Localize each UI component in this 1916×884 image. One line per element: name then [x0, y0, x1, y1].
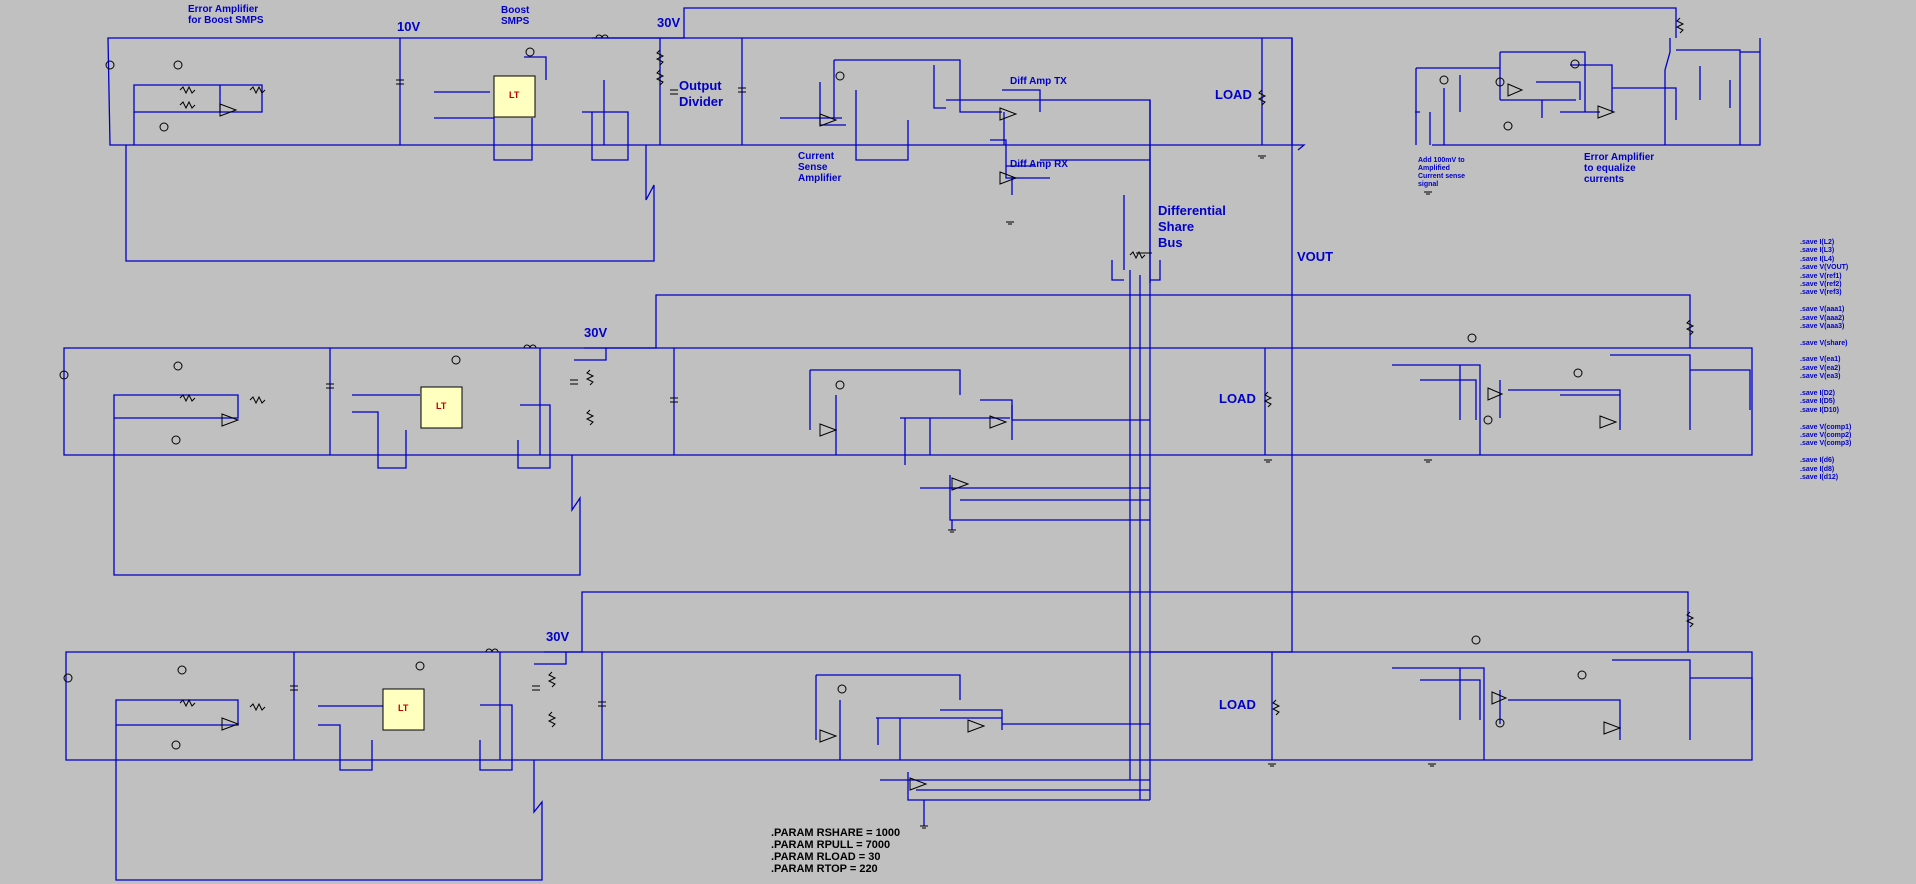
directive-line: .save I(L3) — [1800, 247, 1835, 255]
svg-text:LT: LT — [509, 90, 520, 100]
directive-line: .save V(share) — [1800, 339, 1848, 347]
label-10v: 10V — [397, 19, 421, 34]
label-30v-bot: 30V — [546, 629, 570, 644]
label-diff-amp-rx: Diff Amp RX — [1010, 159, 1068, 170]
label-load-bot: LOAD — [1219, 697, 1256, 712]
save-directives: .save I(L2) .save I(L3) .save I(L4) .sav… — [1800, 239, 1851, 491]
directive-line: .save I(L4) — [1800, 255, 1835, 263]
controller-ic-2: LT — [420, 386, 463, 429]
svg-text:LT: LT — [436, 401, 447, 411]
directive-line: .save I(d12) — [1800, 473, 1839, 481]
label-30v-mid: 30V — [584, 325, 608, 340]
bus-wires — [1111, 38, 1293, 800]
directive-line: .save V(ea3) — [1800, 373, 1841, 381]
directive-line — [1800, 482, 1851, 490]
label-30v-top: 30V — [657, 15, 681, 30]
directive-line: .save V(comp1) — [1800, 423, 1852, 431]
directive-line: .save I(D2) — [1800, 390, 1836, 398]
directive-line — [1800, 331, 1851, 339]
directive-line — [1800, 348, 1851, 356]
directive-line: .save V(ea1) — [1800, 356, 1841, 364]
directive-line: .save I(D5) — [1800, 398, 1836, 406]
directive-line: .save V(ref3) — [1800, 289, 1842, 297]
controller-ic-3: LT — [382, 688, 425, 731]
channel-3-wires — [65, 591, 1753, 881]
label-load-top: LOAD — [1215, 87, 1252, 102]
channel-2-wires — [63, 294, 1753, 576]
directive-line: .save V(ref1) — [1800, 272, 1842, 280]
directive-line: .save I(d8) — [1800, 465, 1835, 473]
directive-line: .save V(VOUT) — [1800, 264, 1849, 272]
directive-line: .save I(D10) — [1800, 406, 1839, 414]
svg-text:LT: LT — [398, 703, 409, 713]
directive-line: .save V(comp3) — [1800, 440, 1852, 448]
directive-line — [1800, 415, 1851, 423]
param-line: .PARAM RPULL = 7000 — [771, 839, 891, 851]
directive-line: .save V(comp2) — [1800, 431, 1852, 439]
param-line: .PARAM RTOP = 220 — [771, 863, 878, 875]
directive-line: .save V(aaa2) — [1800, 314, 1845, 322]
directive-line — [1800, 298, 1851, 306]
directive-line — [1800, 382, 1851, 390]
channel-1-wires — [107, 7, 1761, 283]
directive-line: .save V(aaa3) — [1800, 322, 1845, 330]
label-vout: VOUT — [1297, 249, 1334, 264]
directive-line: .save V(ea2) — [1800, 364, 1841, 372]
label-diff-amp-tx: Diff Amp TX — [1010, 76, 1067, 87]
directive-line — [1800, 449, 1851, 457]
param-directives: .PARAM RSHARE = 1000 .PARAM RPULL = 7000… — [771, 827, 900, 875]
directive-line: .save I(d6) — [1800, 457, 1835, 465]
param-line: .PARAM RLOAD = 30 — [771, 851, 881, 863]
directive-line: .save V(aaa1) — [1800, 306, 1845, 314]
directive-line: .save I(L2) — [1800, 239, 1835, 246]
directive-line: .save V(ref2) — [1800, 280, 1842, 288]
component-symbols — [59, 17, 1695, 829]
param-line: .PARAM RSHARE = 1000 — [771, 827, 901, 839]
controller-ic-1: LT — [493, 75, 536, 118]
label-load-mid: LOAD — [1219, 391, 1256, 406]
